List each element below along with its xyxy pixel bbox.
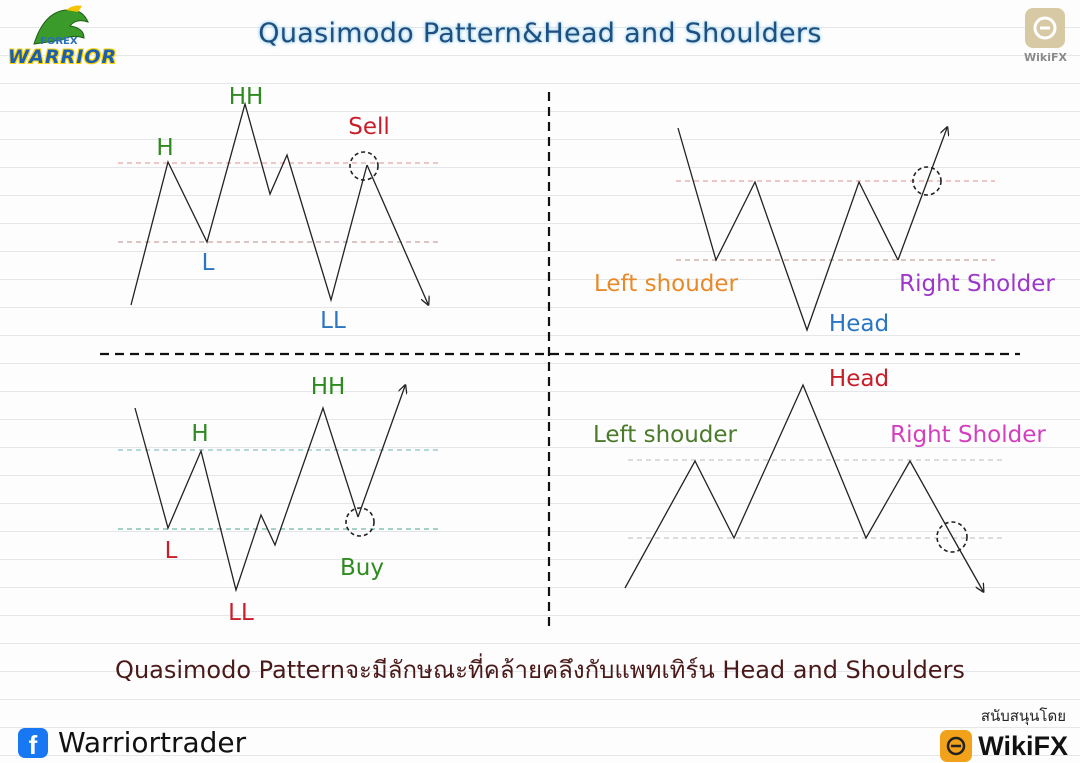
label-h: H <box>156 135 173 161</box>
quasimodo-buy-pattern: H HH L LL Buy <box>118 374 440 626</box>
price-arrow <box>897 128 947 261</box>
logo-small-text: FOREX <box>40 36 78 47</box>
price-arrow <box>952 537 983 591</box>
price-path <box>130 101 368 306</box>
warrior-logo: FOREX WARRIOR <box>4 4 116 74</box>
head-shoulders-pattern: Left shouder Head Right Sholder <box>593 366 1046 591</box>
label-l: L <box>202 250 215 276</box>
label-ll: LL <box>320 308 346 334</box>
price-path <box>677 127 899 332</box>
label-head: Head <box>829 311 889 337</box>
logo-main-text: WARRIOR <box>8 46 118 68</box>
price-path <box>134 405 359 593</box>
dragon-icon <box>33 5 89 45</box>
label-ll: LL <box>228 600 254 626</box>
label-left-shoulder: Left shouder <box>594 271 739 297</box>
caption-text: Quasimodo Patternจะมีลักษณะที่คล้ายคลึงก… <box>115 656 965 684</box>
wikifx-icon <box>940 730 973 762</box>
label-sell: Sell <box>348 114 390 140</box>
label-left-shoulder: Left shouder <box>593 422 738 448</box>
label-hh: HH <box>229 84 264 110</box>
wikifx-logo-top: WikiFX <box>1024 8 1067 64</box>
label-hh: HH <box>311 374 346 400</box>
label-h: H <box>191 421 208 447</box>
label-head: Head <box>829 366 889 392</box>
label-buy: Buy <box>340 555 384 581</box>
sponsor-block: สนับสนุนโดย WikiFX <box>940 704 1068 762</box>
price-path <box>624 383 954 589</box>
sponsor-label: สนับสนุนโดย <box>980 707 1066 725</box>
inverse-head-shoulders-pattern: Left shouder Head Right Sholder <box>594 128 1055 337</box>
sponsor-name: WikiFX <box>978 730 1068 761</box>
breakout-circle <box>912 166 942 196</box>
wikifx-icon <box>1025 8 1065 48</box>
wikifx-top-label: WikiFX <box>1024 51 1067 64</box>
page-title: Quasimodo Pattern&Head and Shoulders <box>258 18 822 49</box>
buy-zone-circle <box>345 507 375 537</box>
facebook-name: Warriortrader <box>58 726 247 759</box>
price-arrow <box>357 386 405 518</box>
breakdown-circle <box>936 521 968 553</box>
label-l: L <box>165 538 178 564</box>
price-arrow <box>366 164 428 304</box>
facebook-credit[interactable]: f Warriortrader <box>18 726 246 759</box>
sell-zone-circle <box>349 151 379 181</box>
label-right-shoulder: Right Sholder <box>899 271 1055 297</box>
quasimodo-sell-pattern: H HH L LL Sell <box>118 84 440 334</box>
label-right-shoulder: Right Sholder <box>890 422 1046 448</box>
facebook-icon: f <box>18 727 48 758</box>
